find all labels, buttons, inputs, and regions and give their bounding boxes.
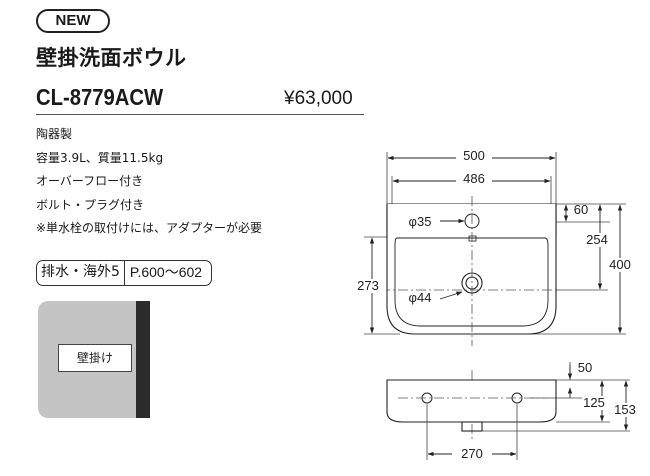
price: ¥63,000: [284, 88, 353, 109]
spec-list: 陶器製 容量3.9L、質量11.5kg オーバーフロー付き ボルト・プラグ付き …: [36, 126, 262, 244]
reference-page: P.600〜602: [129, 264, 203, 280]
wall-mount-label: 壁掛け: [58, 344, 132, 372]
spec-note: ※単水栓の取付けには、アダプターが必要: [36, 221, 263, 235]
dim-overall-width: 500: [463, 148, 485, 163]
product-title: 壁掛洗面ボウル: [36, 46, 187, 70]
basin-side-view: [386, 379, 557, 432]
spec-overflow: オーバーフロー付き: [36, 174, 144, 188]
model-number: CL-8779ACW: [36, 84, 164, 110]
dim-basin-depth: 254: [586, 232, 608, 247]
dim-side-top: 50: [578, 360, 592, 375]
spec-material: 陶器製: [36, 127, 73, 141]
dim-side-middle: 125: [583, 395, 605, 410]
dim-inner-width: 486: [463, 171, 485, 186]
dim-side-height: 153: [614, 402, 636, 417]
basin-top-view: [386, 203, 557, 335]
dim-hole-offset: 60: [574, 202, 588, 217]
reference-box: 排水・海外5 P.600〜602: [36, 260, 213, 286]
dimension-labels: 500 486 φ35 φ44 60 254 400 273 50 125 15…: [352, 148, 640, 461]
spec-bolts: ボルト・プラグ付き: [36, 197, 145, 212]
center-lines: [380, 196, 558, 440]
dim-overall-depth: 400: [609, 257, 631, 272]
dim-bolt-pitch: 270: [461, 446, 483, 461]
new-badge: NEW: [36, 9, 110, 33]
dim-faucet-hole: φ35: [409, 214, 432, 229]
header-divider: [36, 114, 364, 115]
wall-edge: [136, 301, 150, 418]
dim-drain-hole: φ44: [409, 290, 432, 305]
reference-label: 排水・海外5: [37, 261, 125, 285]
dim-drain-position: 273: [357, 278, 379, 293]
spec-capacity-weight: 容量3.9L、質量11.5kg: [36, 150, 164, 165]
